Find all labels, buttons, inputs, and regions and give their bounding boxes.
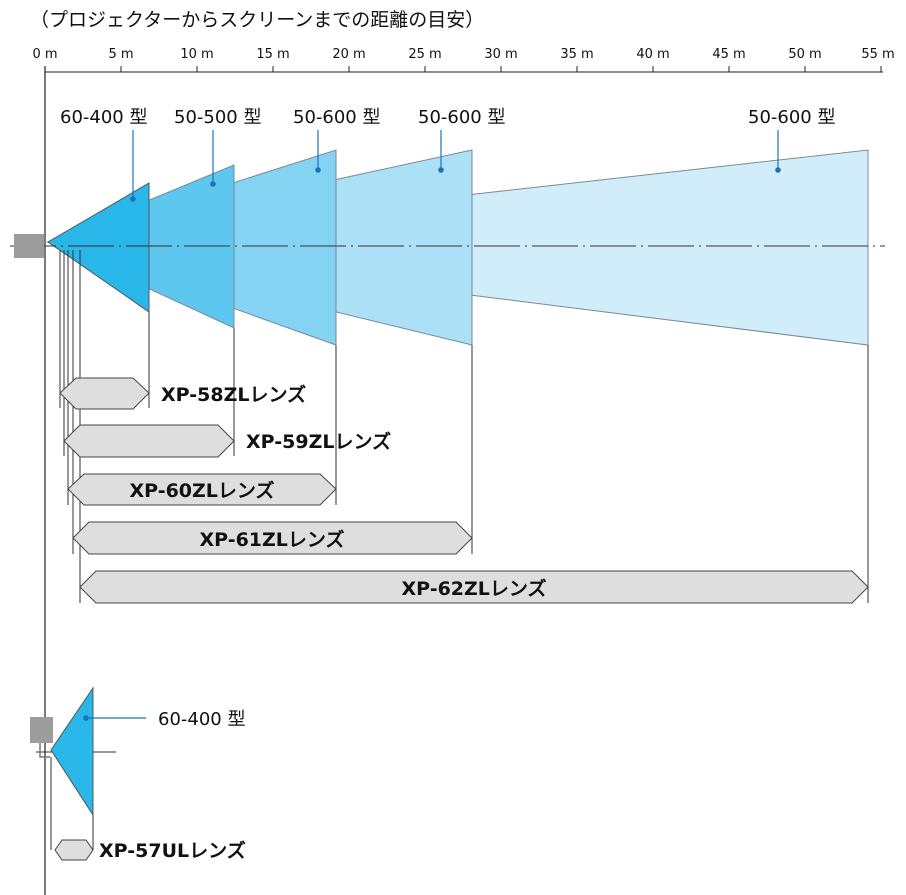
- ultra-short-section: 60-400 型 XP-57ULレンズ: [30, 686, 246, 862]
- size-label: 50-500 型: [174, 107, 261, 128]
- ust-projector-icon: [30, 717, 53, 743]
- tick-label-30: 30 m: [484, 47, 517, 62]
- size-label: 60-400 型: [60, 107, 147, 128]
- ust-beam: [50, 686, 94, 817]
- tick-label-0: 0 m: [32, 47, 57, 62]
- ust-size-label: 60-400 型: [158, 709, 245, 730]
- tick-label-40: 40 m: [636, 47, 669, 62]
- distance-axis: 0 m 5 m 10 m 15 m 20 m 25 m 30 m 35 m 40…: [32, 47, 895, 895]
- diagram-title: （プロジェクターからスクリーンまでの距離の目安）: [30, 9, 484, 31]
- lens-label-xp-62zl: XP-62ZLレンズ: [401, 577, 546, 600]
- tick-label-55: 55 m: [861, 47, 894, 62]
- lens-bar-xp-62zl: [79, 570, 869, 604]
- lens-bar-xp-60zl: [67, 473, 337, 506]
- ust-leader-dot: [83, 715, 89, 721]
- projector-icon: [14, 234, 44, 258]
- tick-label-15: 15 m: [256, 47, 289, 62]
- lens-label-xp-61zl: XP-61ZLレンズ: [199, 528, 344, 551]
- lens-label-xp-58zl: XP-58ZLレンズ: [161, 383, 306, 406]
- tick-label-5: 5 m: [108, 47, 133, 62]
- lens-label-xp-60zl: XP-60ZLレンズ: [129, 479, 274, 502]
- size-label: 50-600 型: [748, 107, 835, 128]
- lens-bar-xp-59zl: [63, 424, 235, 458]
- tick-label-25: 25 m: [408, 47, 441, 62]
- leader-dot: [438, 167, 444, 173]
- leader-dot: [315, 167, 321, 173]
- leader-dot: [775, 167, 781, 173]
- size-leaders: [130, 130, 781, 202]
- tick-label-20: 20 m: [332, 47, 365, 62]
- tick-label-50: 50 m: [788, 47, 821, 62]
- leader-dot: [210, 181, 216, 187]
- leader-dot: [130, 196, 136, 202]
- size-label: 50-600 型: [293, 107, 380, 128]
- beam-xp-58zl: [47, 182, 150, 313]
- lens-bar-xp-58zl: [59, 377, 150, 410]
- projection-beams: [46, 149, 869, 346]
- size-label: 50-600 型: [418, 107, 505, 128]
- axis-ticks: [120, 66, 882, 72]
- lens-label-xp-59zl: XP-59ZLレンズ: [246, 430, 391, 453]
- ust-mount-icon: [39, 743, 50, 758]
- tick-label-10: 10 m: [180, 47, 213, 62]
- tick-label-45: 45 m: [712, 47, 745, 62]
- tick-label-35: 35 m: [560, 47, 593, 62]
- lens-bars: [59, 377, 869, 604]
- lens-bar-xp-57ul: [54, 839, 94, 861]
- lens-bar-xp-61zl: [72, 521, 473, 555]
- lens-label-xp-57ul: XP-57ULレンズ: [99, 839, 246, 862]
